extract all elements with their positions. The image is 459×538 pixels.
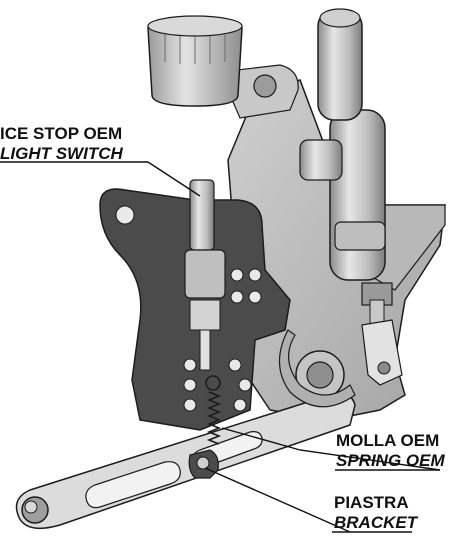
- pushrod-clevis: [361, 319, 403, 386]
- plate-holes: [115, 205, 262, 412]
- label-bracket-it: PIASTRA: [334, 493, 409, 512]
- return-spring: [205, 375, 222, 445]
- master-cylinder-body: [329, 109, 386, 281]
- spring-bracket-bolt: [196, 456, 210, 470]
- pivot-bolt-inner: [306, 361, 334, 389]
- master-cylinder-cap: [319, 8, 361, 28]
- light-switch-nut: [184, 249, 226, 299]
- clevis-pin: [377, 361, 391, 375]
- footpeg-end-cap: [24, 500, 38, 514]
- label-bracket-en: BRACKET: [334, 513, 418, 532]
- side-fitting: [299, 139, 343, 181]
- leader-lines: [147, 161, 441, 533]
- reservoir-lid: [147, 15, 243, 37]
- label-light-switch-it: ICE STOP OEM: [0, 124, 123, 143]
- label-spring-it: MOLLA OEM: [336, 431, 440, 450]
- master-cylinder-ring: [334, 221, 386, 251]
- reservoir-ribs: [164, 34, 226, 64]
- light-switch-plunger: [199, 329, 211, 371]
- light-switch-body: [189, 179, 215, 251]
- pivot-hook: [278, 329, 356, 408]
- label-light-switch-en: LIGHT SWITCH: [0, 144, 123, 163]
- pedal-arm-slot: [85, 461, 181, 509]
- reservoir-bracket-bolt: [253, 74, 277, 98]
- label-spring-en: SPRING OEM: [336, 451, 445, 470]
- light-switch-clamp: [189, 299, 221, 331]
